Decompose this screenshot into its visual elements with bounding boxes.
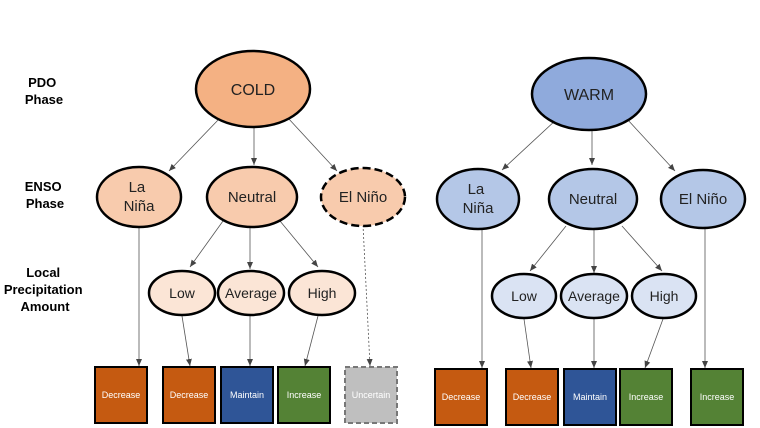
- warm-neutral-node: [547, 167, 639, 231]
- warm-low-label: Low: [511, 288, 538, 304]
- warm-outcome-5-label: Increase: [700, 392, 735, 402]
- cold-outcome-4-box: [277, 366, 331, 424]
- warm-outcome-5-box: [690, 368, 744, 426]
- cold-tree: COLD La Niña Neutral El Niño Low Average…: [94, 49, 407, 424]
- cold-edge-high: [279, 220, 319, 268]
- warm-edge-lanina: [501, 118, 558, 171]
- cold-edge-low-outcome: [181, 315, 192, 367]
- warm-pdo-node: [530, 56, 648, 132]
- cold-neutral-node: [205, 165, 299, 229]
- warm-edge-low-outcome: [523, 318, 533, 369]
- cold-low-node: [147, 269, 217, 317]
- cold-outcome-1-box: [94, 366, 148, 424]
- warm-outcome-3-box: [563, 368, 617, 426]
- cold-outcome-2-box: [162, 366, 216, 424]
- cold-high-label: High: [308, 285, 337, 301]
- warm-outcome-4-box: [619, 368, 673, 426]
- cold-edge-lanina: [168, 117, 221, 172]
- warm-edge-elnino: [626, 118, 676, 172]
- warm-lanina-node: [435, 167, 521, 231]
- warm-average-label: Average: [568, 288, 620, 304]
- cold-pdo-node: [194, 49, 312, 129]
- warm-outcome-1-label: Decrease: [442, 392, 481, 402]
- warm-edge-high: [621, 225, 663, 272]
- cold-outcome-1-label: Decrease: [102, 390, 141, 400]
- warm-lanina-label: La Niña: [463, 181, 495, 217]
- warm-outcome-3-label: Maintain: [573, 392, 607, 402]
- warm-outcome-2-box: [505, 368, 559, 426]
- warm-edge-low: [529, 225, 567, 272]
- cold-lanina-node: [95, 165, 183, 229]
- cold-outcome-5-box: [344, 366, 398, 424]
- warm-pdo-label: WARM: [564, 87, 614, 104]
- warm-outcome-4-label: Increase: [629, 392, 664, 402]
- warm-high-node: [630, 272, 698, 320]
- warm-elnino-node: [659, 168, 747, 230]
- row-label-precip: Local Precipitation Amount: [4, 265, 86, 314]
- warm-tree: WARM La Niña Neutral El Niño Low Average…: [434, 56, 747, 426]
- warm-high-label: High: [650, 288, 679, 304]
- cold-edge-high-outcome: [303, 315, 319, 367]
- warm-outcome-2-label: Decrease: [513, 392, 552, 402]
- cold-outcome-5-label: Uncertain: [352, 390, 391, 400]
- cold-edge-low: [189, 220, 224, 268]
- warm-elnino-label: El Niño: [679, 191, 727, 208]
- cold-outcome-2-label: Decrease: [170, 390, 209, 400]
- cold-pdo-label: COLD: [231, 82, 275, 99]
- row-label-enso: ENSO Phase: [25, 179, 65, 211]
- cold-edge-elnino: [287, 117, 338, 172]
- cold-outcome-3-box: [220, 366, 274, 424]
- cold-neutral-label: Neutral: [228, 189, 276, 206]
- cold-elnino-label: El Niño: [339, 189, 387, 206]
- row-label-pdo: PDO Phase: [25, 75, 63, 107]
- cold-outcome-3-label: Maintain: [230, 390, 264, 400]
- cold-low-label: Low: [169, 285, 196, 301]
- warm-average-node: [559, 272, 629, 320]
- cold-average-label: Average: [225, 285, 277, 301]
- cold-edge-elnino-outcome: [362, 224, 373, 367]
- cold-lanina-label: La Niña: [124, 179, 156, 215]
- warm-neutral-label: Neutral: [569, 191, 617, 208]
- cold-elnino-node: [319, 166, 407, 228]
- warm-edge-high-outcome: [644, 318, 664, 369]
- warm-outcome-1-box: [434, 368, 488, 426]
- cold-high-node: [287, 269, 357, 317]
- cold-outcome-4-label: Increase: [287, 390, 322, 400]
- cold-average-node: [216, 269, 286, 317]
- warm-low-node: [490, 272, 558, 320]
